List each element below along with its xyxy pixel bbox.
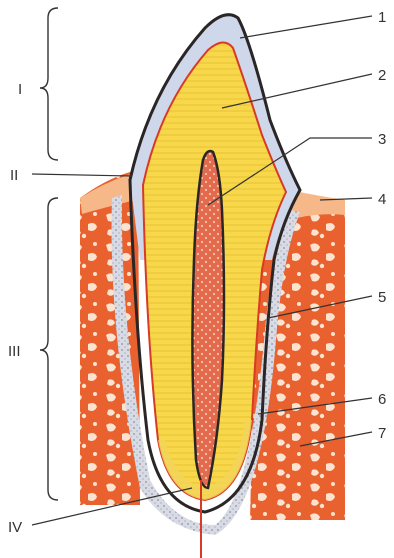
brace-III [40,198,58,500]
label-2: 2 [378,67,386,84]
label-region-III: III [8,343,21,360]
label-1: 1 [378,9,386,26]
brace-I [40,8,58,160]
leader-1 [240,16,372,38]
label-region-IV: IV [8,519,22,536]
label-4: 4 [378,191,386,208]
label-region-I: I [18,81,22,98]
label-region-II: II [10,167,18,184]
label-5: 5 [378,289,386,306]
leader-II [32,174,132,176]
label-7: 7 [378,425,386,442]
label-3: 3 [378,131,386,148]
label-6: 6 [378,391,386,408]
